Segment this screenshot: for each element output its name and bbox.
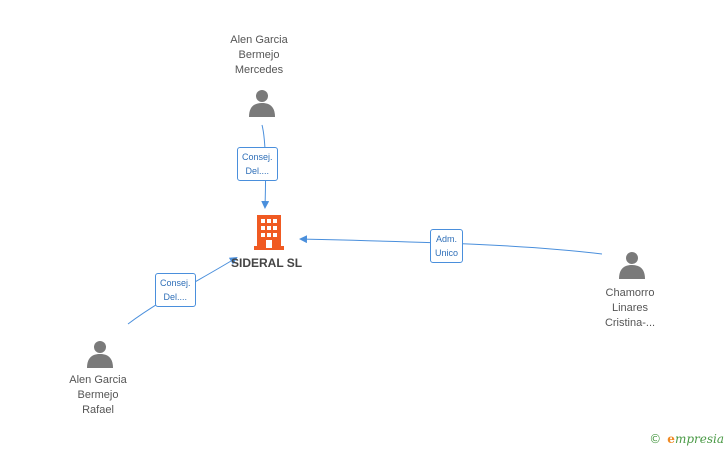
brand-logo: © empresia [649,432,724,446]
person-name-line: Bermejo [77,389,119,401]
relation-text: Adm. [436,234,458,244]
person-icon[interactable] [87,341,113,368]
copyright-icon: © [649,432,662,446]
person-name-line: Rafael [82,404,114,416]
person-name-line: Alen Garcia [230,34,288,46]
person-name-line: Mercedes [234,64,284,76]
relation-text: Del.... [245,166,270,176]
person-name-line: Chamorro [605,287,655,299]
person-icon[interactable] [619,252,645,279]
relation-text: Consej. [242,152,273,162]
brand-initial: e [667,432,675,446]
building-icon[interactable] [254,215,284,250]
relation-text: Unico [435,248,459,258]
person-label-p3[interactable]: Chamorro Linares Cristina-... [570,286,690,331]
person-icon[interactable] [249,90,275,117]
relation-label-p3[interactable]: Adm. Unico [430,229,464,263]
company-name[interactable]: SIDERAL SL [231,256,303,270]
relation-label-p1[interactable]: Consej. Del.... [237,147,278,181]
person-name-line: Linares [611,302,649,314]
person-name-line: Cristina-... [604,317,656,329]
person-name-line: Bermejo [238,49,280,61]
person-name-line: Alen Garcia [69,374,127,386]
relation-label-p2[interactable]: Consej. Del.... [155,273,196,307]
person-label-p2[interactable]: Alen Garcia Bermejo Rafael [38,373,158,418]
relation-text: Consej. [160,278,191,288]
relation-text: Del.... [163,292,188,302]
person-label-p1[interactable]: Alen Garcia Bermejo Mercedes [199,33,319,78]
brand-name: mpresia [674,432,724,446]
edge-p3-company [299,235,603,255]
